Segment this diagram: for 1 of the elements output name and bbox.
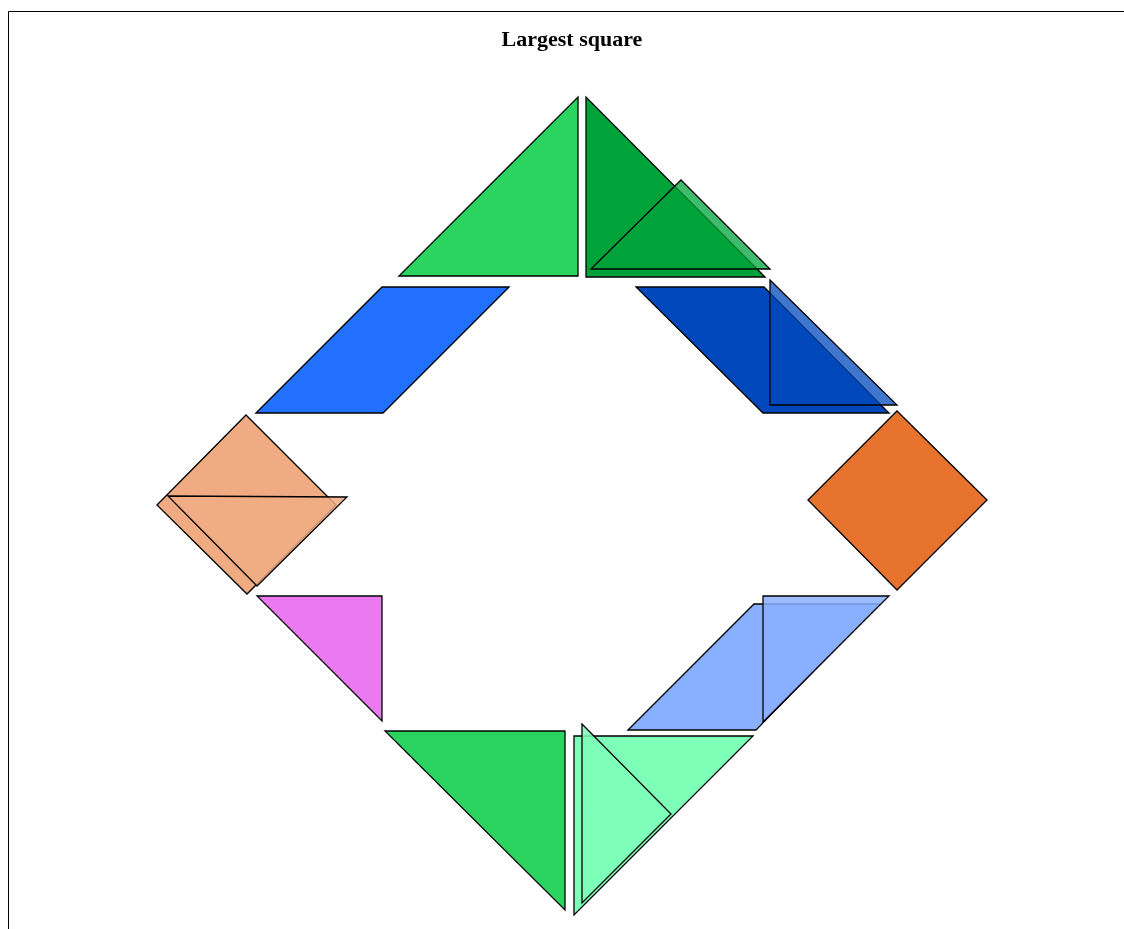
title: Largest square	[501, 26, 643, 51]
